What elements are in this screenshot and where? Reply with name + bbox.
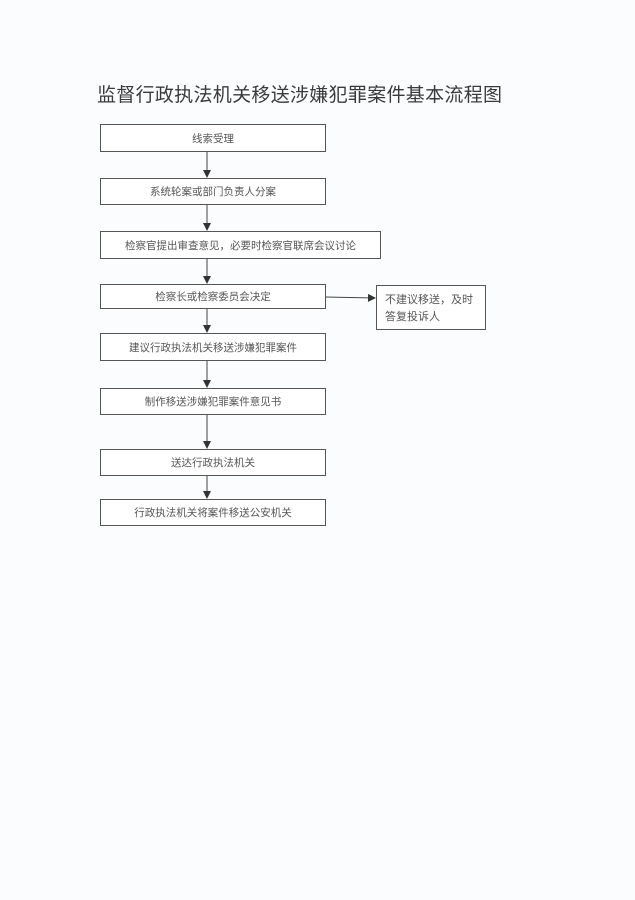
flow-step-6: 制作移送涉嫌犯罪案件意见书 — [100, 388, 326, 415]
flow-step-7: 送达行政执法机关 — [100, 449, 326, 476]
side-branch-box: 不建议移送，及时答复投诉人 — [376, 285, 486, 330]
flow-step-4: 检察长或检察委员会决定 — [100, 284, 326, 309]
flow-step-3: 检察官提出审查意见，必要时检察官联席会议讨论 — [100, 231, 381, 259]
flow-step-8: 行政执法机关将案件移送公安机关 — [100, 499, 326, 526]
flow-step-1: 线索受理 — [100, 124, 326, 152]
flow-step-2: 系统轮案或部门负责人分案 — [100, 178, 326, 205]
flow-step-5: 建议行政执法机关移送涉嫌犯罪案件 — [100, 333, 326, 361]
page-title: 监督行政执法机关移送涉嫌犯罪案件基本流程图 — [97, 84, 503, 106]
arrow — [324, 293, 376, 302]
